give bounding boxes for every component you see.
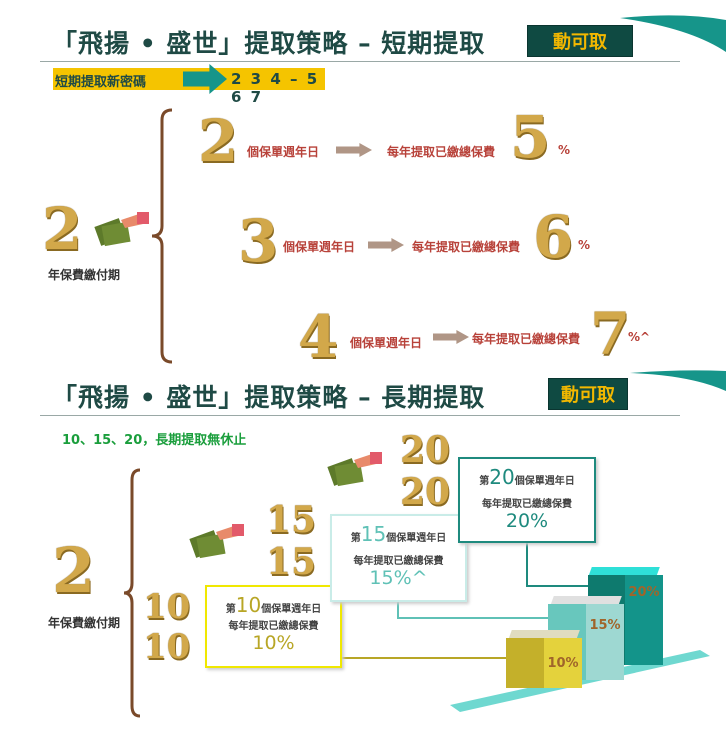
year-15-number: 15 <box>266 541 317 583</box>
short-term-title: 「飛揚 • 盛世」提取策略 – 短期提取 <box>52 29 486 58</box>
withdraw-label: 每年提取已繳總保費 <box>412 240 521 254</box>
bar-20: 20% <box>625 575 663 665</box>
label: 每年提取已繳總保費 <box>353 556 444 567</box>
label: 每年提取已繳總保費 <box>228 621 319 632</box>
password-banner: 短期提取新密碼 2 3 4 – 5 6 7 <box>53 64 325 106</box>
year: 20 <box>489 465 515 489</box>
year-number: 2 <box>198 107 239 175</box>
suffix: 個保單週年日 <box>261 604 322 615</box>
pct-number: 5 <box>510 103 551 171</box>
arrow-right-icon <box>368 238 404 252</box>
bar-10: 10% <box>544 638 582 688</box>
suffix: 個保單週年日 <box>386 533 447 544</box>
suffix: 個保單週年日 <box>514 476 575 487</box>
year-label: 個保單週年日 <box>350 336 423 350</box>
pct-number: 6 <box>533 203 574 271</box>
bracket <box>123 468 141 718</box>
pay-years-label: 年保費繳付期 <box>48 616 121 630</box>
year-20-number: 20 <box>400 471 451 513</box>
password-label: 短期提取新密碼 <box>55 75 147 90</box>
year-20-number: 20 <box>400 429 451 471</box>
year-number: 4 <box>298 303 339 371</box>
year: 15 <box>360 522 387 546</box>
long-term-subtitle: 10、15、20，長期提取無休止 <box>62 433 247 448</box>
withdraw-label: 每年提取已繳總保費 <box>472 332 581 346</box>
pct-suffix: %^ <box>628 330 651 344</box>
milestone-box-20: 第20個保單週年日 每年提取已繳總保費 20% <box>458 457 596 543</box>
year-10-number: 10 <box>143 587 191 627</box>
dong-ke-qu-button[interactable]: 動可取 <box>527 25 633 57</box>
teal-swoosh-decoration <box>620 15 726 52</box>
prefix: 第 <box>225 604 236 615</box>
pct: 15%^ <box>369 567 428 589</box>
divider <box>40 415 680 416</box>
year-label: 個保單週年日 <box>283 240 356 254</box>
pct-suffix: % <box>578 238 591 252</box>
pct: 10% <box>252 632 295 654</box>
bracket <box>151 108 173 364</box>
money-hand-icon <box>94 212 149 247</box>
long-term-title: 「飛揚 • 盛世」提取策略 – 長期提取 <box>52 383 486 412</box>
year-label: 個保單週年日 <box>247 145 320 159</box>
bar-side <box>506 638 544 688</box>
year-10-number: 10 <box>143 627 191 667</box>
year: 10 <box>235 593 262 617</box>
pay-years-number: 2 <box>52 534 96 607</box>
label: 每年提取已繳總保費 <box>482 499 572 510</box>
pct-suffix: % <box>558 143 571 157</box>
pct: 20% <box>505 510 549 532</box>
prefix: 第 <box>479 476 490 487</box>
milestone-box-10: 第10個保單週年日 每年提取已繳總保費 10% <box>205 585 342 668</box>
teal-swoosh-decoration <box>630 370 726 391</box>
year-number: 3 <box>238 207 279 275</box>
year-15-number: 15 <box>266 499 317 541</box>
money-hand-icon <box>327 452 382 487</box>
pct-number: 7 <box>590 300 631 368</box>
prefix: 第 <box>350 533 361 544</box>
pay-years-number: 2 <box>42 195 83 263</box>
bar-15: 15% <box>586 604 624 680</box>
divider <box>40 61 680 62</box>
pay-years-label: 年保費繳付期 <box>48 268 121 282</box>
arrow-right-icon <box>336 143 372 157</box>
password-value: 2 3 4 – 5 6 7 <box>231 70 320 106</box>
milestone-box-15: 第15個保單週年日 每年提取已繳總保費 15%^ <box>330 514 467 602</box>
dong-ke-qu-button[interactable]: 動可取 <box>548 378 628 410</box>
withdraw-label: 每年提取已繳總保費 <box>387 145 496 159</box>
money-hand-icon <box>189 524 244 559</box>
arrow-right-icon <box>433 330 469 344</box>
